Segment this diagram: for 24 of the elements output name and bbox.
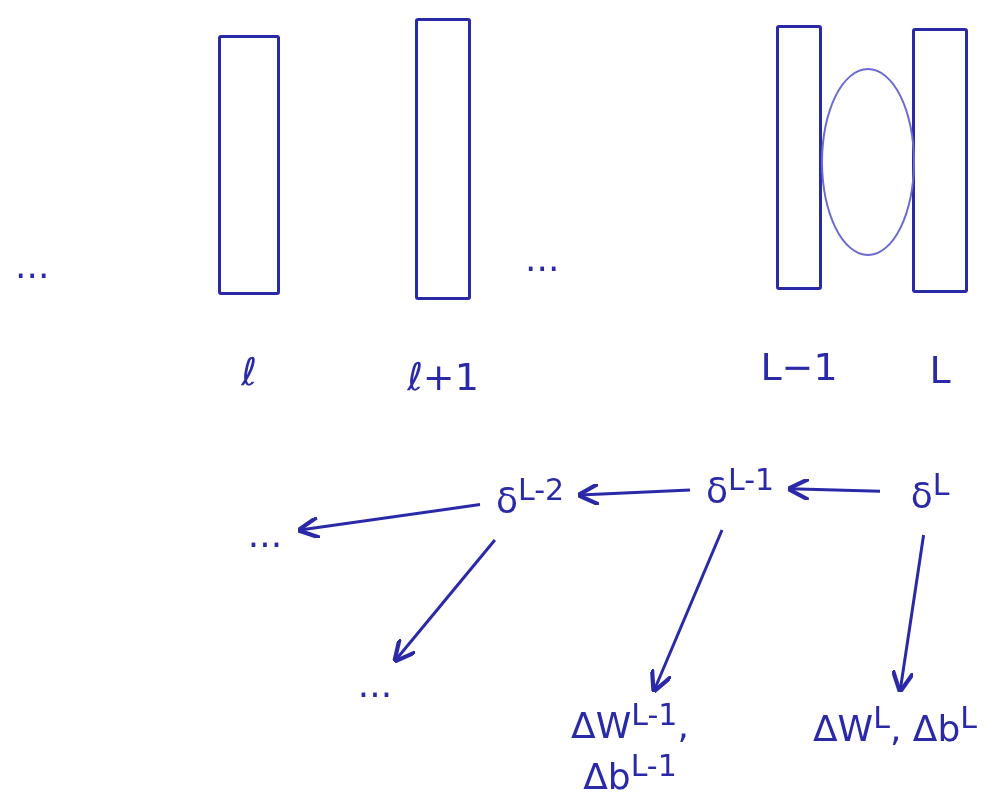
ellipsis-label: ... xyxy=(15,245,50,286)
arrow xyxy=(392,539,497,664)
ellipsis-label: ... xyxy=(525,238,560,279)
layer-label: ℓ+1 xyxy=(406,355,480,399)
math-label: ΔW$^{L-1}$, Δb$^{L-1}$ xyxy=(570,697,690,798)
layer-label: L xyxy=(928,348,952,392)
arrow xyxy=(890,534,926,695)
arrow xyxy=(575,481,691,507)
math-label: ... xyxy=(357,663,393,707)
layer-label: ℓ xyxy=(240,350,258,394)
arrow xyxy=(295,503,481,540)
layer-bar xyxy=(218,35,280,295)
math-label: ΔW$^{L}$, Δb$^{L}$ xyxy=(812,699,977,751)
loop-ellipse xyxy=(821,68,915,256)
math-label: δ$^{L-1}$ xyxy=(705,462,775,513)
layer-label: L−1 xyxy=(759,345,839,389)
math-label: δ$^{L-2}$ xyxy=(495,472,565,523)
arrow xyxy=(649,529,724,695)
math-label: δ$^{L}$ xyxy=(910,467,950,518)
math-label: ... xyxy=(247,513,283,557)
arrow xyxy=(785,476,881,502)
layer-bar xyxy=(415,18,471,300)
layer-bar xyxy=(776,25,822,290)
layer-bar xyxy=(912,28,968,293)
